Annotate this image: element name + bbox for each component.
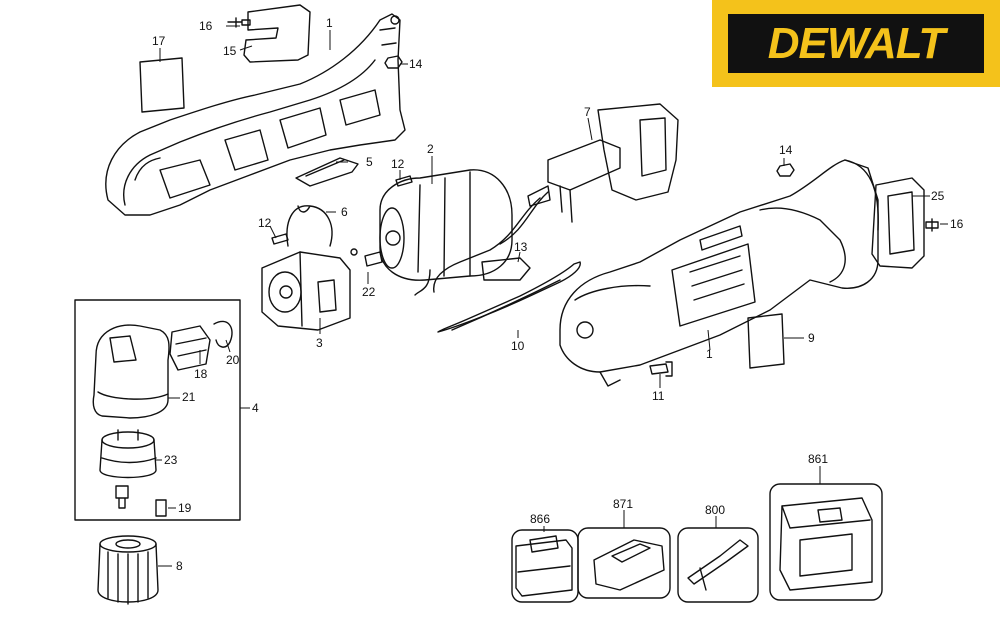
- nut-14-top: [384, 55, 403, 69]
- accessory-frame-800: [677, 527, 759, 603]
- chuck-adapter-18: [169, 325, 211, 371]
- spring-6: [286, 205, 333, 247]
- screw-19a: [115, 485, 129, 509]
- screw-19b: [155, 499, 167, 517]
- callout-21: 21: [182, 390, 196, 404]
- logo-text: DEWALT: [767, 19, 946, 68]
- callout-7: 7: [584, 105, 591, 119]
- callout-13: 13: [514, 240, 528, 254]
- callout-20: 20: [226, 353, 240, 367]
- callout-10: 10: [511, 339, 525, 353]
- callout-15: 15: [223, 44, 237, 58]
- gear-case-3: [261, 251, 351, 331]
- switch-slide-5: [295, 157, 359, 187]
- callout-17: 17: [152, 34, 166, 48]
- callout-11: 11: [652, 389, 665, 403]
- housing-half-left: [105, 13, 406, 216]
- screw-11: [649, 361, 673, 377]
- callout-16b: 16: [950, 217, 964, 231]
- screw-16-right: [925, 218, 939, 232]
- label-sheet-9: [747, 313, 785, 369]
- callout-1b: 1: [706, 347, 713, 361]
- assembled-drill-body-1: [559, 159, 879, 387]
- paddle-10: [437, 261, 581, 333]
- callout-25: 25: [931, 189, 945, 203]
- callout-9: 9: [808, 331, 815, 345]
- dewalt-logo: DEWALT: [712, 0, 1000, 87]
- callout-22: 22: [362, 285, 376, 299]
- callout-19: 19: [178, 501, 192, 515]
- callout-800: 800: [705, 503, 726, 517]
- accessory-frame-861: [769, 483, 883, 601]
- callout-23: 23: [164, 453, 178, 467]
- head-assembly-box-4: [74, 299, 241, 521]
- pin-12b: [271, 233, 289, 245]
- callout-866: 866: [530, 512, 551, 526]
- callout-14a: 14: [409, 57, 423, 71]
- callout-871: 871: [613, 497, 634, 511]
- side-handle-800: [687, 539, 749, 591]
- screw-22: [364, 251, 383, 267]
- callout-14b: 14: [779, 143, 793, 157]
- callout-4: 4: [252, 401, 259, 415]
- leader-lines: [156, 25, 948, 567]
- callout-8: 8: [176, 559, 183, 573]
- callout-2: 2: [427, 142, 434, 156]
- retaining-ring-20: [213, 320, 233, 348]
- keyless-chuck-8: [97, 535, 159, 605]
- charger-871: [593, 539, 665, 591]
- callout-18: 18: [194, 367, 208, 381]
- angle-head-21: [92, 324, 170, 419]
- callout-16a: 16: [199, 19, 213, 33]
- battery-cover-25: [871, 177, 925, 269]
- callout-5: 5: [366, 155, 373, 169]
- motor-2: [379, 169, 513, 296]
- clip-part-15: [243, 4, 311, 63]
- switch-button-13: [481, 257, 531, 281]
- battery-pack-866: [515, 535, 573, 597]
- spindle-23: [99, 429, 157, 479]
- switch-assembly-7: [433, 103, 679, 293]
- callout-6: 6: [341, 205, 348, 219]
- label-sheet-17: [139, 57, 185, 113]
- carry-case-861: [779, 497, 873, 591]
- logo-plate: DEWALT: [728, 14, 984, 73]
- callout-861: 861: [808, 452, 829, 466]
- callout-12a: 12: [391, 157, 405, 171]
- nut-14-right: [776, 163, 795, 177]
- callout-12b: 12: [258, 216, 272, 230]
- callout-3: 3: [316, 336, 323, 350]
- callout-1a: 1: [326, 16, 333, 30]
